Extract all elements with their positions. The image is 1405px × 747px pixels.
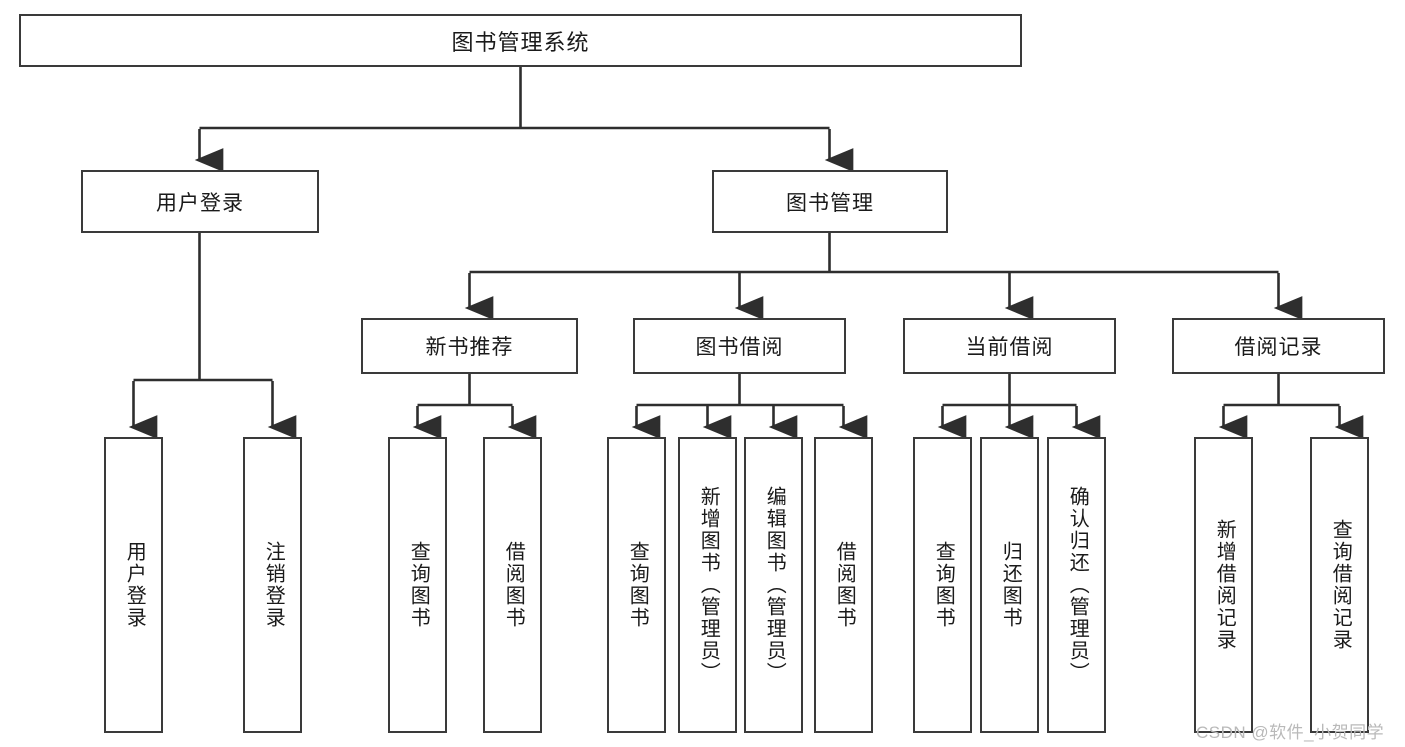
leaf-node[interactable]: 用户登录 [104, 437, 163, 733]
leaf-node[interactable]: 新增借阅记录 [1194, 437, 1253, 733]
node-borrow-record[interactable]: 借阅记录 [1172, 318, 1385, 374]
leaf-node[interactable]: 新增图书（管理员） [678, 437, 737, 733]
leaf-node-label: 查询借阅记录 [1329, 519, 1352, 651]
node-current-borrow[interactable]: 当前借阅 [903, 318, 1116, 374]
leaf-node-label: 查询图书 [407, 541, 430, 629]
node-root-label: 图书管理系统 [451, 29, 590, 55]
leaf-node[interactable]: 注销登录 [243, 437, 302, 733]
leaf-node[interactable]: 确认归还（管理员） [1047, 437, 1106, 733]
leaf-node-label: 借阅图书 [833, 541, 856, 629]
node-book-management-label: 图书管理 [786, 191, 874, 215]
leaf-node[interactable]: 借阅图书 [814, 437, 873, 733]
leaf-node-label: 确认归还（管理员） [1066, 486, 1089, 684]
watermark-text: CSDN @软件_小贺同学 [1196, 723, 1385, 742]
leaf-node[interactable]: 借阅图书 [483, 437, 542, 733]
leaf-node[interactable]: 查询图书 [913, 437, 972, 733]
node-root[interactable]: 图书管理系统 [19, 14, 1022, 67]
leaf-node[interactable]: 编辑图书（管理员） [744, 437, 803, 733]
leaf-node[interactable]: 归还图书 [980, 437, 1039, 733]
leaf-node-label: 新增借阅记录 [1213, 519, 1236, 651]
node-new-book-recommend-label: 新书推荐 [425, 336, 514, 359]
node-book-borrow[interactable]: 图书借阅 [633, 318, 846, 374]
leaf-node[interactable]: 查询图书 [388, 437, 447, 733]
leaf-node-label: 借阅图书 [502, 541, 525, 629]
node-borrow-record-label: 借阅记录 [1234, 336, 1323, 359]
node-current-borrow-label: 当前借阅 [965, 336, 1054, 359]
leaf-node-label: 归还图书 [999, 541, 1022, 629]
node-user-login[interactable]: 用户登录 [81, 170, 319, 233]
node-new-book-recommend[interactable]: 新书推荐 [361, 318, 578, 374]
leaf-node-label: 查询图书 [932, 541, 955, 629]
leaf-node[interactable]: 查询图书 [607, 437, 666, 733]
leaf-node-label: 用户登录 [123, 541, 146, 629]
leaf-node-label: 注销登录 [262, 541, 285, 629]
leaf-node[interactable]: 查询借阅记录 [1310, 437, 1369, 733]
node-book-management[interactable]: 图书管理 [712, 170, 948, 233]
node-book-borrow-label: 图书借阅 [695, 336, 784, 359]
node-user-login-label: 用户登录 [156, 191, 244, 215]
leaf-node-label: 编辑图书（管理员） [763, 486, 786, 684]
leaf-node-label: 新增图书（管理员） [697, 486, 720, 684]
leaf-node-label: 查询图书 [626, 541, 649, 629]
